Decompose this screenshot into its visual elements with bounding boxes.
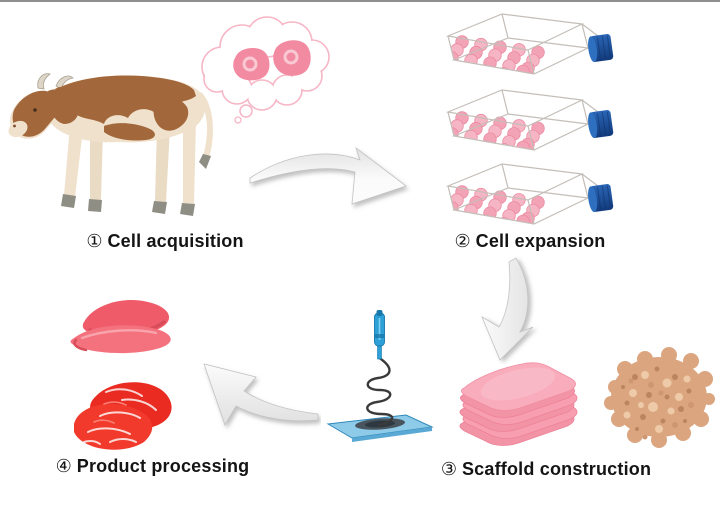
arrow-down-icon — [470, 256, 545, 364]
cell-icon — [233, 48, 270, 81]
cell-icon — [273, 40, 311, 76]
spinneret-needle — [374, 310, 385, 360]
spun-fiber — [366, 356, 394, 427]
step-2-number: ② — [454, 231, 471, 251]
culture-flasks — [436, 8, 614, 230]
arrow-right-icon — [248, 142, 413, 217]
culture-flask-icon — [436, 8, 614, 230]
step-1-number: ① — [86, 231, 103, 251]
thought-bubble-icon — [201, 16, 330, 124]
arrow-up-left-icon — [196, 356, 321, 436]
step-4-number: ④ — [55, 456, 72, 476]
cow-illustration — [8, 66, 228, 216]
step-1-text: Cell acquisition — [107, 231, 244, 251]
top-border-line — [0, 0, 720, 2]
step-3-number: ③ — [440, 459, 457, 479]
step-2-text: Cell expansion — [475, 231, 606, 251]
thought-bubble — [192, 12, 337, 124]
step-3-text: Scaffold construction — [461, 459, 652, 479]
meat-slices — [60, 288, 190, 366]
steak — [60, 370, 185, 462]
electrospinning-device — [322, 310, 437, 445]
porous-scaffold-sponge — [597, 347, 715, 452]
scaffold-stack — [448, 358, 583, 446]
step-4-text: Product processing — [76, 456, 250, 476]
cow-icon — [8, 73, 213, 216]
bubble-trail-dot — [239, 104, 253, 118]
